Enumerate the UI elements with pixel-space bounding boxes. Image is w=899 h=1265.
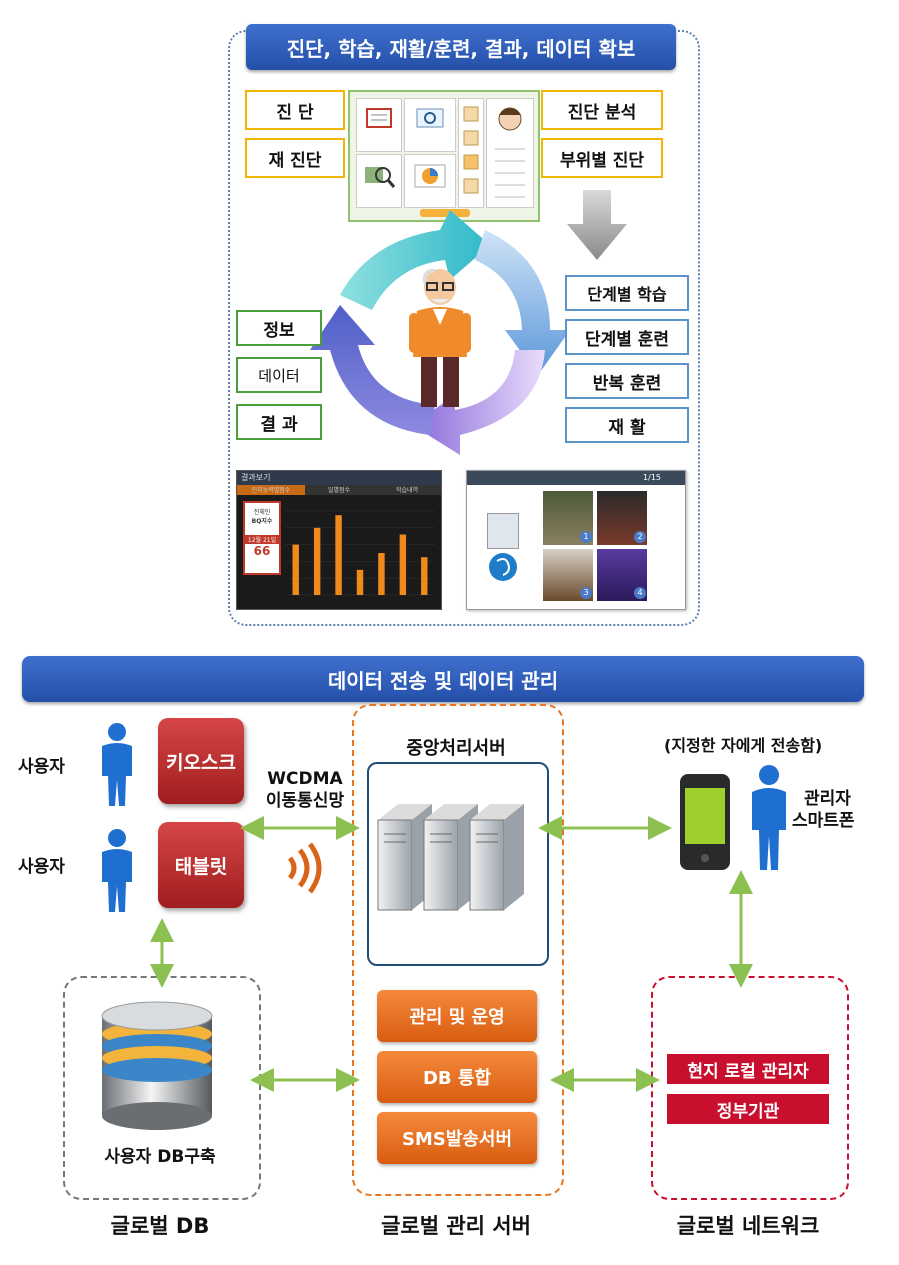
sms-server-button: SMS발송서버 <box>377 1112 537 1164</box>
info-box: 정보 <box>236 310 322 346</box>
person-icon <box>102 829 132 912</box>
result-tab-3: 학습내역 <box>373 485 441 495</box>
person-icon <box>752 765 786 870</box>
menu-tile-1 <box>356 98 402 152</box>
quiz-number-4: 4 <box>634 587 646 599</box>
app-logo <box>420 209 470 217</box>
cycle-arrow-left <box>310 305 435 435</box>
result-bar <box>313 527 321 595</box>
avatar-icon <box>495 107 525 198</box>
notebook-icon <box>366 108 392 128</box>
elderly-man-icon <box>409 268 471 407</box>
send-note: (지정한 자에게 전송함) <box>664 736 823 755</box>
server-icon <box>377 804 524 911</box>
rehab-box: 재 활 <box>565 407 689 443</box>
menu-tile-4 <box>404 154 456 208</box>
user-label-1: 사용자 <box>18 757 65 777</box>
rediagnosis-box: 재 진단 <box>245 138 345 178</box>
footer-global-server: 글로벌 관리 서버 <box>381 1214 531 1238</box>
quiz-page-counter: 1/15 <box>643 473 661 482</box>
bottom-title-bar: 데이터 전송 및 데이터 관리 <box>22 656 864 702</box>
result-bar-chart <box>285 510 435 596</box>
step-learning-box: 단계별 학습 <box>565 275 689 311</box>
down-arrow-icon <box>567 190 627 260</box>
management-button: 관리 및 운영 <box>377 990 537 1042</box>
top-title-bar: 진단, 학습, 재활/훈련, 결과, 데이터 확보 <box>246 24 676 70</box>
quiz-number-3: 3 <box>580 587 592 599</box>
smartphone-icon <box>680 774 730 870</box>
result-bar <box>399 534 407 595</box>
server-area-border <box>352 704 564 1196</box>
db-label: 사용자 DB구축 <box>104 1147 216 1167</box>
quiz-number-2: 2 <box>634 531 646 543</box>
result-bar <box>421 557 428 595</box>
menu-profile-panel <box>486 98 534 208</box>
result-box: 결 과 <box>236 404 322 440</box>
repeat-training-box: 반복 훈련 <box>565 363 689 399</box>
data-box: 데이터 <box>236 357 322 393</box>
quiz-number-1: 1 <box>580 531 592 543</box>
database-icon <box>101 1001 213 1130</box>
local-manager-box: 현지 로컬 관리자 <box>667 1054 829 1084</box>
speaker-button <box>487 513 519 549</box>
top-title: 진단, 학습, 재활/훈련, 결과, 데이터 확보 <box>286 36 636 61</box>
footer-global-db: 글로벌 DB <box>110 1214 210 1238</box>
menu-tile-2 <box>404 98 456 152</box>
cycle-arrow-right <box>475 230 570 375</box>
tablet-button: 태블릿 <box>158 822 244 908</box>
result-header: 결과보기 <box>237 471 441 485</box>
hand-icon <box>463 106 479 194</box>
result-bar <box>356 569 364 595</box>
pie-chart-icon <box>414 164 446 188</box>
result-tab-2: 일별점수 <box>305 485 373 495</box>
wcdma-label: WCDMA 이동통신망 <box>265 769 345 811</box>
person-icon <box>102 723 132 806</box>
result-bar <box>378 553 385 595</box>
result-bar <box>335 515 342 595</box>
cycle-arrow-bottom <box>412 350 545 455</box>
server-title: 중앙처리서버 <box>406 738 506 759</box>
ear-icon <box>489 553 517 581</box>
result-screenshot: 결과보기 인지능력별점수 일별점수 학습내역 전체인 BQ지수 12월 21일 … <box>236 470 442 610</box>
diagnosis-analysis-box: 진단 분석 <box>541 90 663 130</box>
bottom-title: 데이터 전송 및 데이터 관리 <box>327 668 559 693</box>
kiosk-button: 키오스크 <box>158 718 244 804</box>
menu-side-icons <box>458 98 484 208</box>
cycle-arrow-top <box>340 210 490 310</box>
footer-global-network: 글로벌 네트워크 <box>676 1214 820 1238</box>
stethoscope-icon <box>416 108 444 128</box>
step-training-box: 단계별 훈련 <box>565 319 689 355</box>
manager-label: 관리자 스마트폰 <box>792 789 855 831</box>
part-diagnosis-box: 부위별 진단 <box>541 138 663 178</box>
government-box: 정부기관 <box>667 1094 829 1124</box>
wireless-signal-icon <box>287 842 322 894</box>
menu-tile-3 <box>356 154 402 208</box>
db-integration-button: DB 통합 <box>377 1051 537 1103</box>
quiz-screenshot: 1/15 1 2 3 4 <box>466 470 686 610</box>
result-tab-1: 인지능력별점수 <box>237 485 305 495</box>
diagnosis-box: 진 단 <box>245 90 345 130</box>
result-side-card: 전체인 BQ지수 12월 21일 66 <box>243 501 281 575</box>
app-menu-screenshot <box>348 90 540 222</box>
cycle-arrows <box>310 210 570 455</box>
result-bar <box>292 544 299 595</box>
magnifier-icon <box>365 167 396 188</box>
user-label-2: 사용자 <box>18 857 65 877</box>
